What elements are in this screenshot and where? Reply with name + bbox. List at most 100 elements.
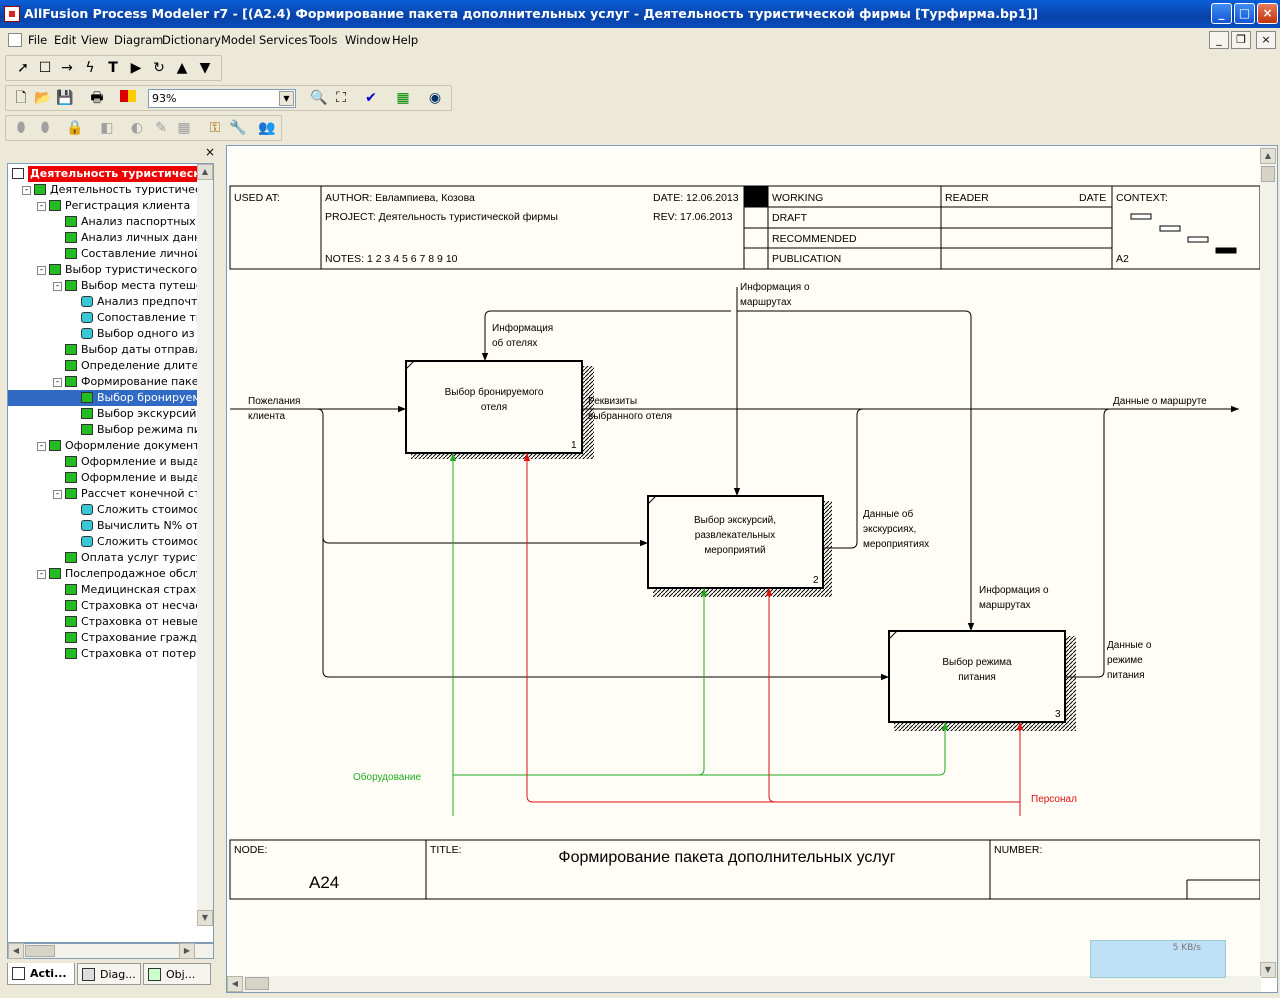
menu-diagram[interactable]: Diagram	[114, 33, 164, 47]
tree-item[interactable]: Определение длитель	[65, 358, 197, 374]
diagram-canvas[interactable]: USED AT: AUTHOR: Евлампиева, Козова PROJ…	[226, 145, 1278, 993]
tree-item[interactable]: Страхование граждан	[65, 630, 197, 646]
label-wishes-1[interactable]: Пожелания	[248, 396, 300, 407]
zoom-select[interactable]: 93%▼	[148, 89, 296, 108]
arrow-wishes-to-box3[interactable]	[322, 537, 889, 681]
tree-item[interactable]: Выбор одного из п	[81, 326, 197, 342]
tree-item[interactable]: Выбор экскурсий,	[81, 406, 197, 422]
arrow-hotel-info-to-box1[interactable]	[481, 310, 731, 361]
zoom-in-icon[interactable]: 🔍	[310, 90, 328, 106]
color-palette-icon[interactable]	[117, 87, 139, 109]
label-excursion-data-2[interactable]: экскурсиях,	[863, 524, 916, 535]
tree-item[interactable]: Сложить стоимост	[81, 534, 197, 550]
collapse-toggle-icon[interactable]: -	[37, 266, 46, 275]
tab-activities[interactable]: Acti...	[7, 963, 75, 985]
tab-objects[interactable]: Obj...	[143, 963, 211, 985]
scroll-thumb[interactable]	[25, 945, 55, 957]
tree-item[interactable]: Послепродажное обслуж	[49, 566, 197, 582]
collapse-toggle-icon[interactable]: -	[37, 442, 46, 451]
activity-box-1[interactable]: Выбор бронируемого отеля 1	[405, 360, 594, 459]
tree-item[interactable]: Оформление документов	[49, 438, 197, 454]
tree-item[interactable]: Анализ паспортных да	[65, 214, 197, 230]
tree-item[interactable]: Страховка от потери б	[65, 646, 197, 662]
label-excursion-data-3[interactable]: мероприятиях	[863, 539, 929, 550]
label-hotel-info-1[interactable]: Информация	[492, 322, 553, 334]
arrow-food-data[interactable]	[1065, 408, 1111, 678]
print-icon[interactable]: 🖶	[90, 90, 104, 106]
scroll-up-icon[interactable]: ▲	[1260, 148, 1276, 164]
menu-window[interactable]: Window	[345, 33, 391, 47]
close-button[interactable]: ×	[1257, 3, 1278, 24]
tree-item[interactable]: Оплата услуг туристи	[65, 550, 197, 566]
canvas-vertical-scrollbar[interactable]: ▲ ▼	[1260, 146, 1277, 978]
label-route-info-2-1[interactable]: Информация о	[979, 584, 1049, 596]
minimize-button[interactable]: _	[1211, 3, 1232, 24]
wrench-icon[interactable]: 🔧	[229, 120, 247, 136]
save-icon[interactable]: 💾	[56, 90, 74, 106]
mdi-minimize-button[interactable]: _	[1209, 31, 1229, 49]
model-explorer-icon[interactable]: ▦	[396, 90, 410, 106]
globe-icon[interactable]: ◉	[428, 90, 442, 106]
menu-dictionary[interactable]: Dictionary	[162, 33, 221, 47]
tree-item[interactable]: Формирование пакет	[65, 374, 197, 390]
label-staff[interactable]: Персонал	[1031, 794, 1077, 805]
tab-diagrams[interactable]: Diag...	[77, 963, 141, 985]
scroll-left-icon[interactable]: ◀	[227, 976, 243, 992]
menu-view[interactable]: View	[81, 33, 109, 47]
arrow-equipment-to-box3[interactable]	[698, 722, 949, 776]
tree-item[interactable]: Оформление и выдача	[65, 454, 197, 470]
key-icon[interactable]: ⚿	[209, 120, 221, 136]
label-requisites-2[interactable]: выбранного отеля	[588, 410, 672, 422]
scroll-right-icon[interactable]: ▶	[179, 943, 195, 959]
tree-item[interactable]: Составление личной к	[65, 246, 197, 262]
label-route-data[interactable]: Данные о маршруте	[1113, 396, 1207, 407]
text-tool-icon[interactable]: T	[108, 60, 118, 76]
label-excursion-data-1[interactable]: Данные об	[863, 508, 913, 520]
undo-tool-icon[interactable]: ↻	[153, 60, 165, 76]
activity-box-2[interactable]: Выбор экскурсий, развлекательных меропри…	[647, 495, 832, 597]
menu-services[interactable]: Services	[259, 33, 308, 47]
chevron-down-icon[interactable]: ▼	[279, 91, 294, 106]
menu-tools[interactable]: Tools	[309, 33, 338, 47]
mdi-close-button[interactable]: ×	[1256, 31, 1276, 49]
arrow-tunnel-icon[interactable]: ⬮	[16, 120, 26, 136]
label-food-data-2[interactable]: режиме	[1107, 655, 1143, 666]
close-icon[interactable]: ×	[205, 145, 216, 159]
collapse-toggle-icon[interactable]: -	[53, 378, 62, 387]
cube-icon[interactable]: ◧	[100, 120, 114, 136]
tree-item[interactable]: Медицинская страхов	[65, 582, 197, 598]
scroll-thumb[interactable]	[1261, 166, 1275, 182]
scroll-thumb[interactable]	[245, 977, 269, 990]
canvas-horizontal-scrollbar[interactable]: ◀	[227, 976, 1261, 992]
tree-item[interactable]: Выбор места путешес	[65, 278, 197, 294]
box-tool-icon[interactable]: ☐	[38, 60, 52, 76]
app-icon[interactable]	[4, 6, 20, 22]
tree-item[interactable]: Регистрация клиента	[49, 198, 197, 214]
label-equipment[interactable]: Оборудование	[353, 771, 421, 783]
label-hotel-info-2[interactable]: об отелях	[492, 337, 537, 349]
menu-file[interactable]: File	[28, 33, 48, 47]
edit-assign-icon[interactable]: ✎	[155, 120, 167, 136]
label-requisites-1[interactable]: Реквизиты	[588, 396, 637, 407]
tree-item[interactable]: Страховка от несчаст	[65, 598, 197, 614]
label-wishes-2[interactable]: клиента	[248, 411, 285, 422]
scroll-down-icon[interactable]: ▼	[1260, 962, 1276, 978]
tree-item[interactable]: Сопоставление тре	[81, 310, 197, 326]
scroll-up-icon[interactable]: ▲	[197, 164, 213, 180]
arrow-excursion-data[interactable]	[823, 408, 864, 549]
users-icon[interactable]: 👥	[258, 120, 276, 136]
tree-item[interactable]: Выбор режима пит	[81, 422, 197, 438]
tree-root[interactable]: Деятельность туристическ	[12, 166, 197, 182]
activity-box-3[interactable]: Выбор режима питания 3	[888, 630, 1076, 731]
lock-icon[interactable]: 🔒	[66, 120, 84, 136]
down-tool-icon[interactable]: ▼	[199, 60, 211, 76]
branch-icon[interactable]: ⬮	[40, 120, 50, 136]
scroll-left-icon[interactable]: ◀	[8, 943, 24, 959]
arrow-staff-to-box1[interactable]	[523, 453, 775, 803]
up-tool-icon[interactable]: ▲	[176, 60, 188, 76]
label-route-info-top-1[interactable]: Информация о	[740, 281, 810, 293]
tree-item[interactable]: Вычислить N% от с	[81, 518, 197, 534]
menu-help[interactable]: Help	[392, 33, 419, 47]
label-food-data-3[interactable]: питания	[1107, 670, 1145, 681]
tree-item[interactable]: Выбор бронируемо	[8, 390, 197, 406]
